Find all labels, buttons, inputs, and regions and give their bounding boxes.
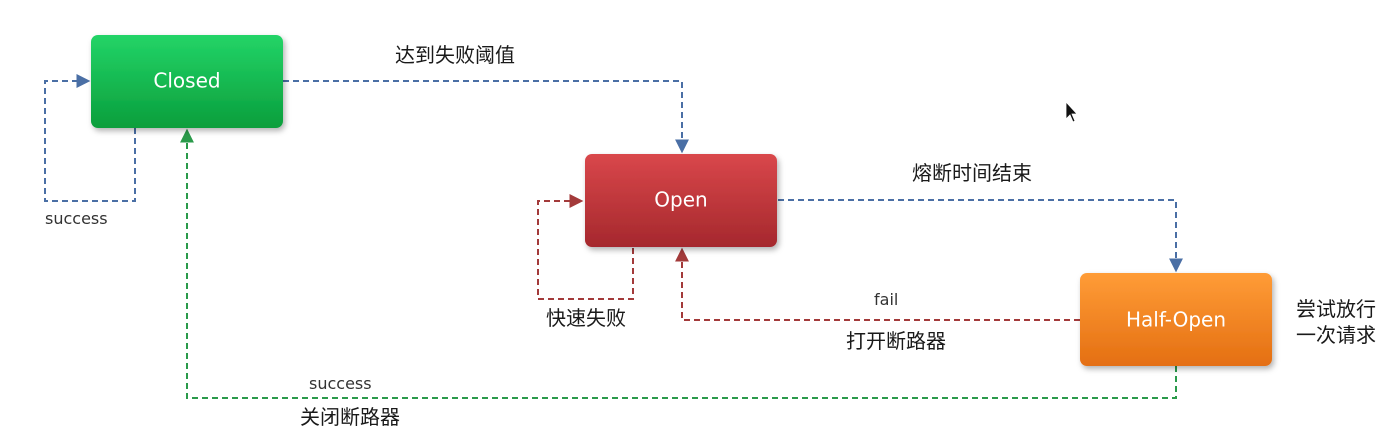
state-half-open: Half-Open — [1080, 273, 1272, 366]
edge-closed-to-open — [283, 80, 689, 154]
state-closed: Closed — [91, 35, 283, 128]
edge-open-self-label: 快速失败 — [546, 306, 626, 330]
edge-half-open-to-closed — [180, 128, 1177, 399]
edge-closed-to-open-label: 达到失败阈值 — [395, 43, 515, 67]
edge-half-open-to-closed-label-top: success — [309, 374, 372, 393]
state-half-open-box — [1080, 273, 1272, 366]
edge-half-open-to-open — [675, 247, 1080, 321]
edge-open-to-half-open-label: 熔断时间结束 — [912, 161, 1032, 185]
half-open-annotation-line1: 尝试放行 — [1296, 297, 1376, 321]
edge-open-self-loop — [537, 194, 634, 300]
state-half-open-label: Half-Open — [1126, 308, 1226, 332]
state-open: Open — [585, 154, 777, 247]
edge-open-to-half-open — [778, 199, 1183, 273]
state-closed-box — [91, 35, 283, 128]
state-open-box — [585, 154, 777, 247]
edge-closed-self-label: success — [45, 209, 108, 228]
edge-closed-self-loop — [44, 74, 136, 202]
state-open-label: Open — [654, 188, 707, 212]
state-closed-label: Closed — [153, 69, 220, 93]
half-open-annotation-line2: 一次请求 — [1296, 323, 1376, 347]
edge-half-open-to-closed-label-bottom: 关闭断路器 — [300, 405, 400, 429]
mouse-pointer-icon — [1065, 100, 1078, 123]
edge-half-open-to-open-label-bottom: 打开断路器 — [846, 329, 946, 353]
edge-half-open-to-open-label-top: fail — [874, 290, 898, 309]
